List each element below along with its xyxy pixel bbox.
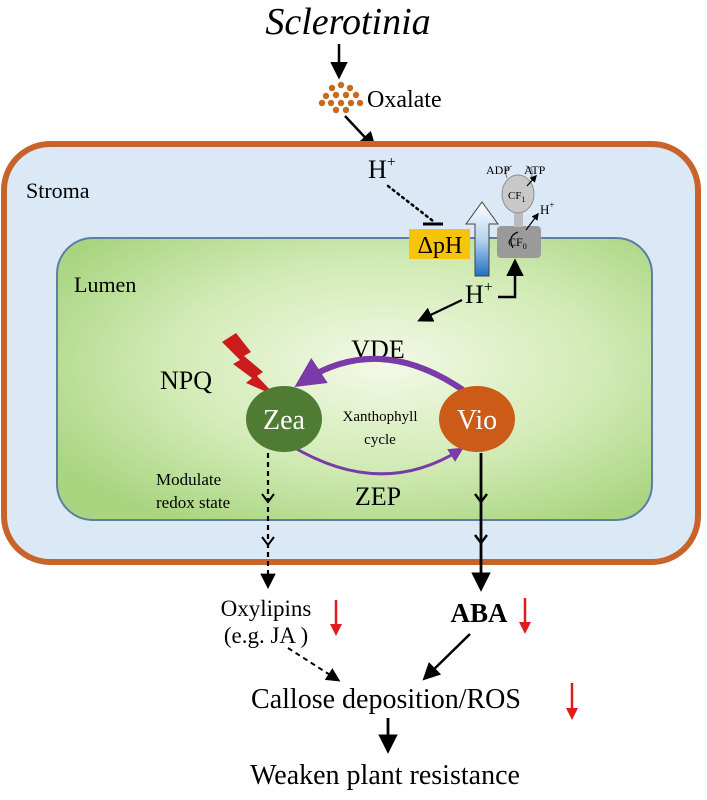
gradient-up-arrow-icon (465, 201, 499, 277)
weaken-label: Weaken plant resistance (250, 760, 520, 791)
dashed-arrow-mark-2 (261, 536, 275, 547)
adp-label: ADP (486, 163, 510, 177)
dotted-line-h-to-delta-ph (386, 184, 435, 223)
aba-label: ABA (450, 598, 508, 628)
cf1-subunit (501, 174, 535, 214)
dashed-arrow-mark-1 (261, 493, 275, 504)
vio-node (439, 386, 515, 452)
cycle-label-line2: cycle (364, 432, 396, 448)
atp-label: ATP (524, 163, 546, 177)
lumen-compartment (56, 237, 653, 521)
arrow-lumen-proton-to-cf0 (498, 258, 524, 299)
zea-node (246, 386, 322, 452)
modulate-label-line2: redox state (156, 493, 230, 512)
lumen-label: Lumen (74, 272, 136, 297)
modulate-label-line1: Modulate (156, 470, 221, 489)
arrow-to-atp (526, 174, 537, 187)
dashed-arrow-oxylipins-to-callose (287, 647, 341, 682)
zep-label: ZEP (355, 482, 401, 511)
oxylipins-label-line1: Oxylipins (221, 596, 312, 621)
npq-lightning-icon (222, 333, 276, 396)
npq-label: NPQ (160, 366, 212, 395)
delta-ph-box (409, 229, 470, 259)
arrow-mark-vio-2 (474, 534, 488, 545)
stroma-label: Stroma (26, 178, 90, 203)
arrow-to-atp-proton (525, 212, 539, 231)
arrow-aba-to-callose (422, 633, 471, 681)
cf0-subunit (497, 226, 541, 258)
oxylipins-decrease-arrow-icon (330, 600, 342, 636)
rotation-arrow-icon (510, 231, 519, 249)
callose-decrease-arrow-icon (566, 683, 578, 720)
cycle-label-line1: Xanthophyll (343, 409, 418, 425)
callose-label: Callose deposition/ROS (251, 684, 521, 715)
vio-label: Vio (457, 405, 497, 436)
oxylipins-label-line2: (e.g. JA ) (224, 623, 308, 648)
arrow-mark-vio-1 (474, 493, 488, 504)
zep-arrow (289, 443, 464, 476)
lumen-proton-label: H+ (465, 279, 493, 309)
atp-synthase-icon (497, 165, 541, 258)
atp-proton-label: H+ (540, 200, 554, 217)
cf1-label: CF1 (508, 190, 525, 204)
aba-decrease-arrow-icon (519, 598, 531, 634)
oxalate-dots-icon (318, 81, 364, 114)
oxalate-label: Oxalate (367, 87, 442, 113)
vde-arrow (294, 355, 465, 393)
title-sclerotinia: Sclerotinia (265, 1, 430, 43)
delta-ph-label: ΔpH (418, 233, 463, 259)
arrow-lumen-proton-to-vde (417, 299, 463, 322)
stroma-proton-label: H+ (368, 154, 396, 184)
zea-label: Zea (263, 405, 306, 436)
